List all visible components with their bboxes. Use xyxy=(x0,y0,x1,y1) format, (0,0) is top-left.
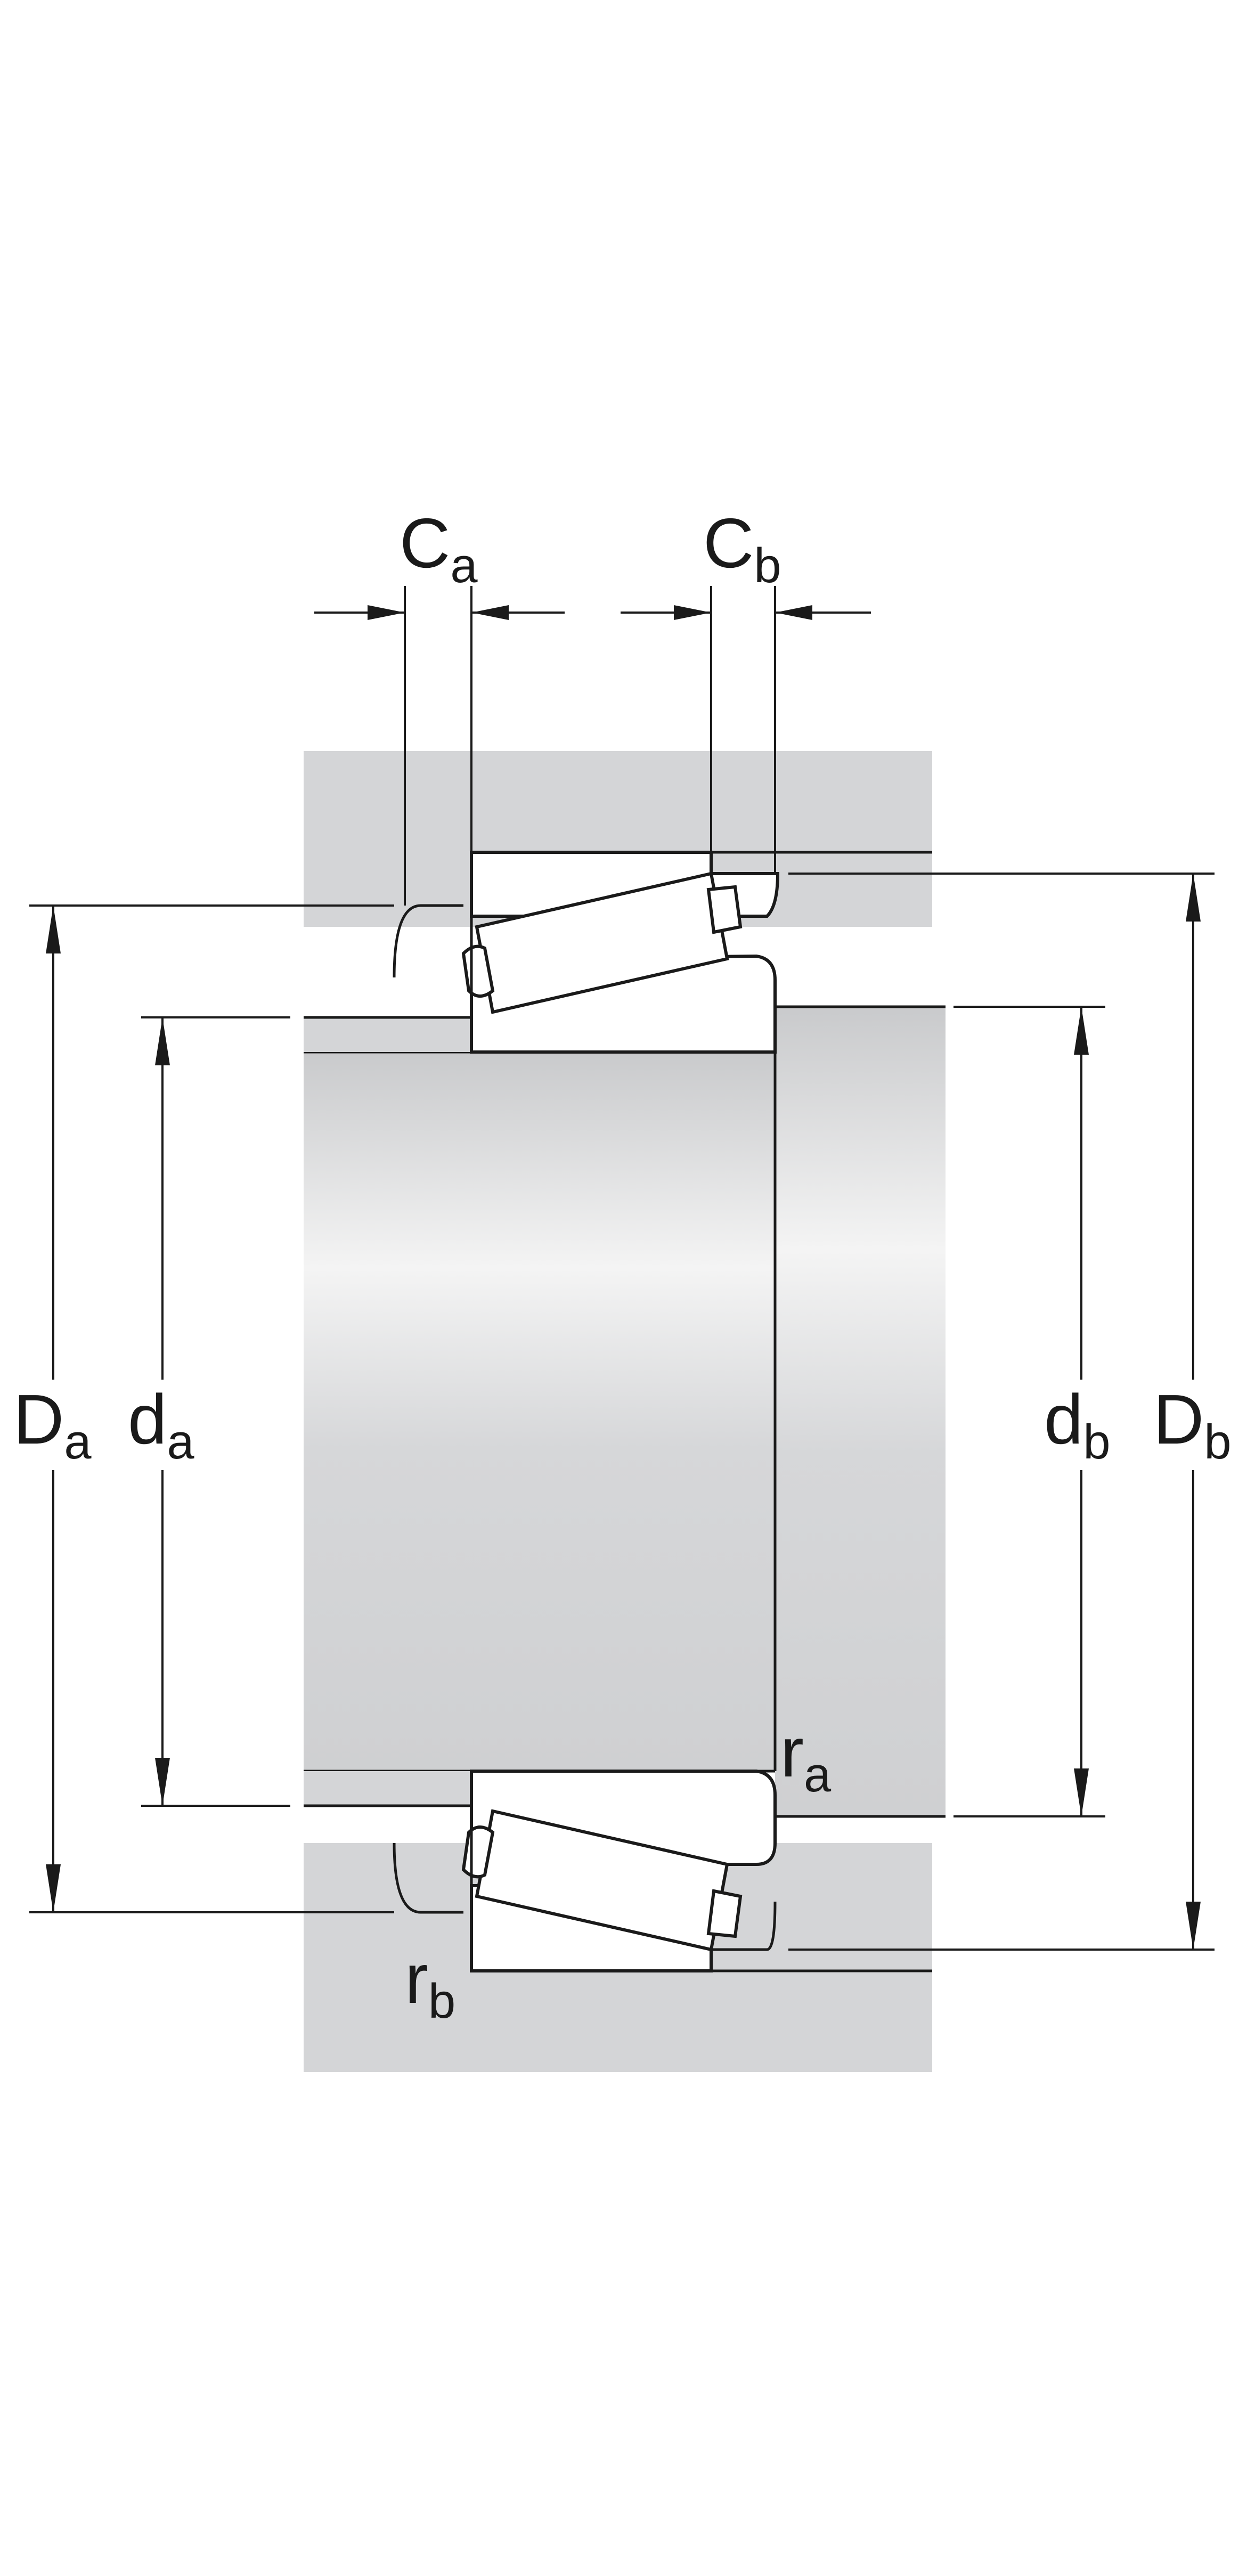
shaft xyxy=(304,1005,946,1818)
label-da-inner: da xyxy=(128,1380,194,1469)
label-db-outer: Db xyxy=(1153,1380,1232,1469)
dimension-cb xyxy=(621,586,871,874)
label-da-outer: Da xyxy=(13,1380,92,1469)
label-db-inner: db xyxy=(1044,1380,1111,1469)
bearing-bottom xyxy=(393,1770,932,1972)
label-rb: rb xyxy=(405,1939,455,2028)
label-ra: ra xyxy=(780,1713,832,1802)
label-ca: Ca xyxy=(400,504,478,593)
dimension-db-outer xyxy=(788,873,1215,1951)
dimension-ca xyxy=(314,586,565,906)
dimension-da-inner xyxy=(141,1016,290,1807)
label-cb: Cb xyxy=(703,504,781,593)
dimension-db-inner xyxy=(954,1006,1105,1817)
bearing-top xyxy=(393,851,932,1054)
dimension-da-outer xyxy=(29,904,394,1913)
